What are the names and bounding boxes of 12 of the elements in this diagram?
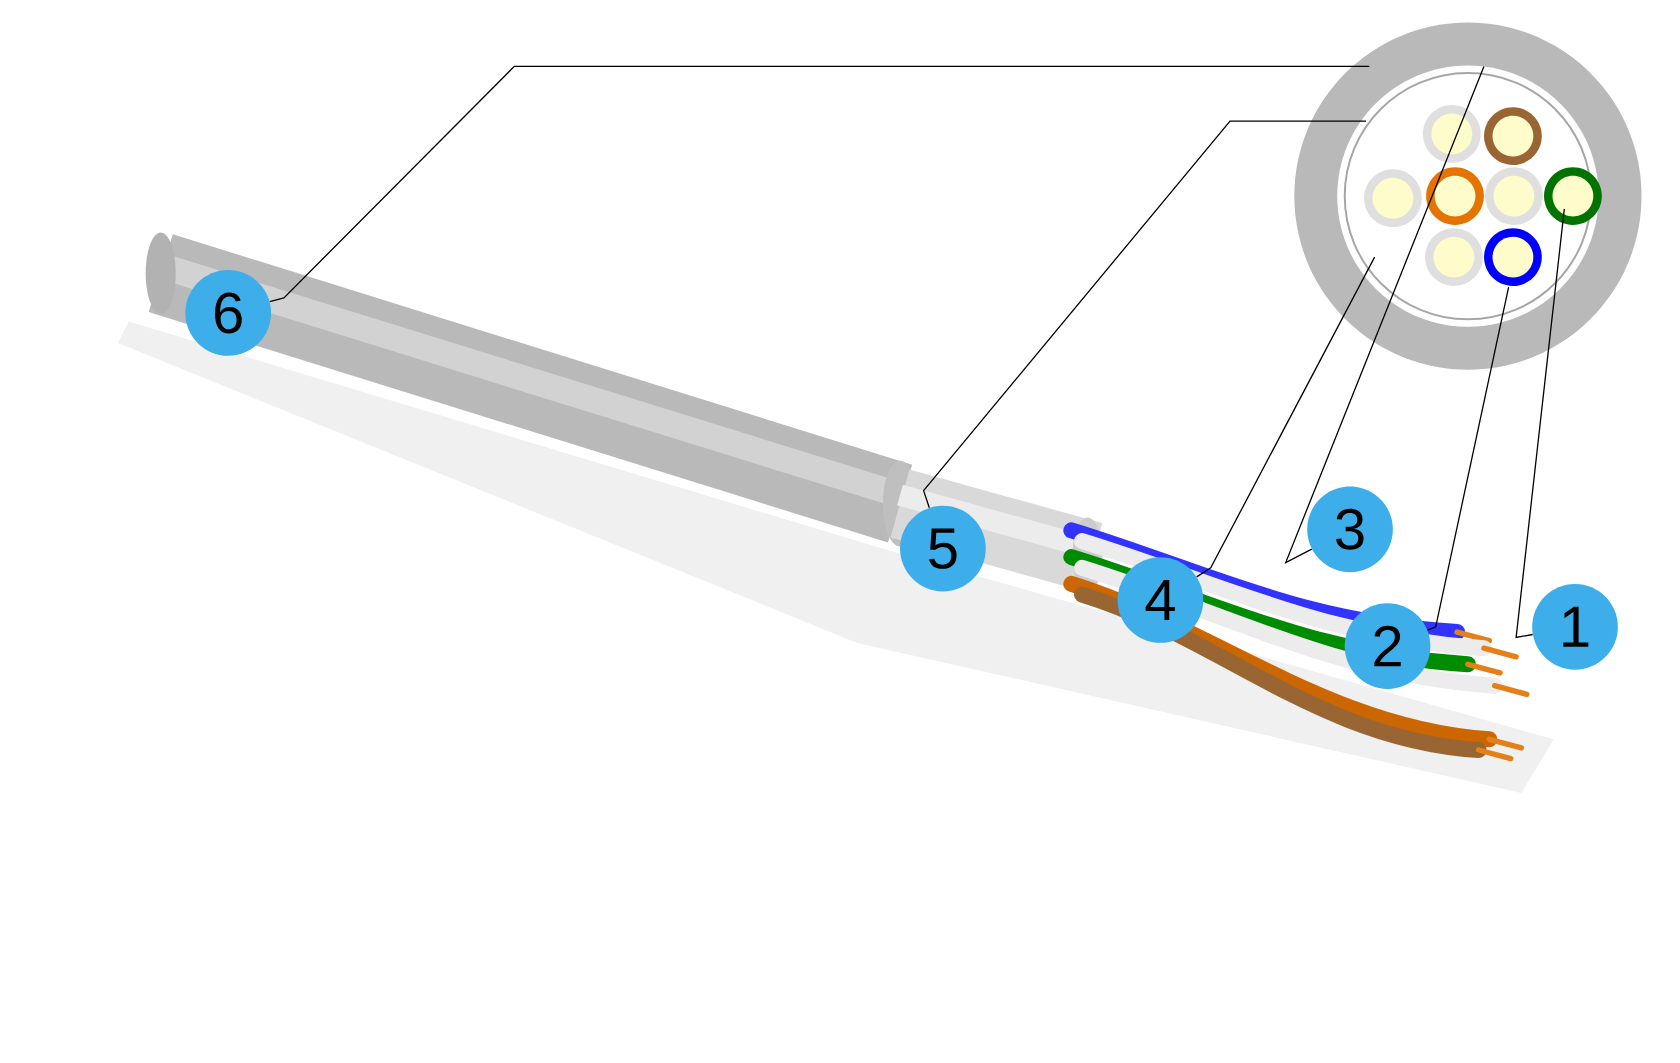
leader-line — [1284, 65, 1485, 564]
callout-number: 2 — [1344, 603, 1431, 689]
leader-line — [1196, 256, 1376, 578]
callout-number: 5 — [900, 505, 986, 592]
leader-line — [1426, 286, 1510, 631]
callout-number: 6 — [185, 270, 272, 356]
leader-line — [1515, 208, 1565, 639]
callout-number: 3 — [1307, 486, 1393, 573]
leader-line — [269, 65, 1370, 303]
callout-number: 1 — [1532, 583, 1618, 670]
callout-number: 4 — [1117, 557, 1204, 643]
leader-line — [922, 120, 1367, 509]
